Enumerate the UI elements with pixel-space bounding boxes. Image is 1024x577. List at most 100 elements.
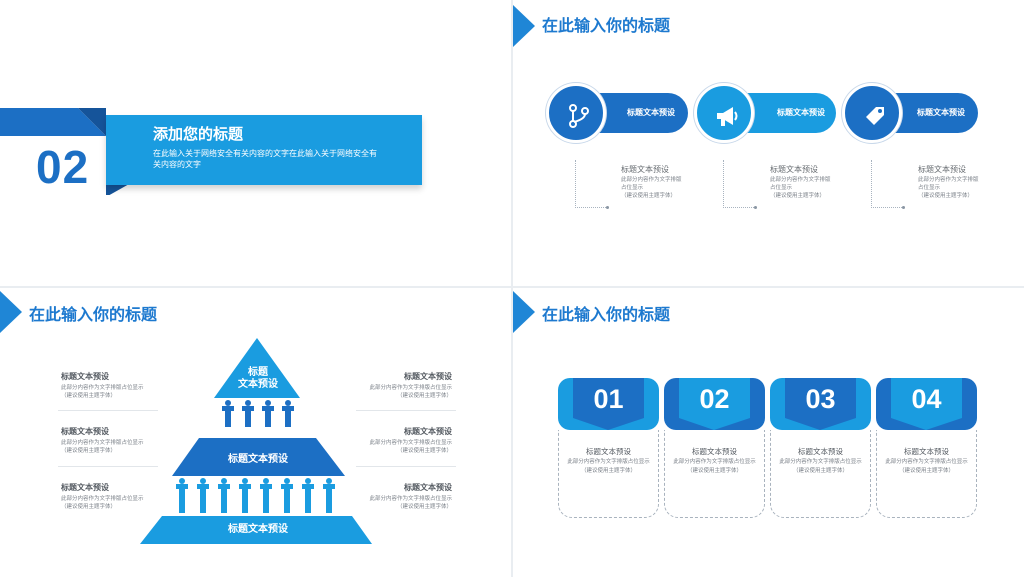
pyramid-bottom-label: 标题文本预设 xyxy=(228,524,288,535)
card-header-graphic xyxy=(876,378,977,430)
item-heading: 标题文本预设 xyxy=(770,165,818,174)
card-4: 04 标题文本预设 此部分内容作为文字排版占位显示 （建议使用主题字体） xyxy=(876,378,977,522)
item-body: 占位显示 xyxy=(621,185,644,191)
section-description: 在此输入关于网络安全有关内容的文字在此输入关于网络安全有关内容的文字 xyxy=(153,149,377,169)
pill-label: 标题文本预设 xyxy=(917,108,965,117)
card-2: 02 标题文本预设 此部分内容作为文字排版占位显示 （建议使用主题字体） xyxy=(664,378,765,522)
section-number: 02 xyxy=(36,141,90,193)
item-body: 此部分内容作为文字排版 xyxy=(918,177,979,183)
slide-section-title[interactable]: 02 添加您的标题 在此输入关于网络安全有关内容的文字在此输入关于网络安全有关内… xyxy=(0,0,511,286)
circle-item-1 xyxy=(546,83,606,143)
card-heading: 标题文本预设 xyxy=(586,447,631,456)
left-item-body: 此部分内容作为文字排版占位显示 xyxy=(61,440,144,446)
card-heading: 标题文本预设 xyxy=(798,447,843,456)
item-body: 此部分内容作为文字排版 xyxy=(621,177,682,183)
right-item-heading: 标题文本预设 xyxy=(404,483,452,492)
megaphone-icon xyxy=(717,107,738,126)
card-body-text: （建议使用主题字体） xyxy=(792,468,848,474)
pyramid-top-label: 标题 文本预设 xyxy=(227,367,289,391)
connector-dot xyxy=(902,206,905,209)
connector-line xyxy=(575,160,608,208)
left-item-body: （建议使用主题字体） xyxy=(61,393,117,399)
slide-numbered-cards[interactable]: 在此输入你的标题 01 标题文本预设 此部分内容作为文字排版占位显示 （建议使用… xyxy=(513,288,1024,577)
card-number: 03 xyxy=(805,384,836,414)
connector-dot xyxy=(606,206,609,209)
card-body-text: （建议使用主题字体） xyxy=(580,468,636,474)
card-body-box xyxy=(558,430,659,518)
right-item-heading: 标题文本预设 xyxy=(404,427,452,436)
item-body: 占位显示 xyxy=(918,185,941,191)
right-item-body: 此部分内容作为文字排版占位显示 xyxy=(369,440,452,446)
branch-icon xyxy=(569,104,589,128)
card-body-text: （建议使用主题字体） xyxy=(898,468,954,474)
left-item-heading: 标题文本预设 xyxy=(61,372,109,381)
right-item-body: （建议使用主题字体） xyxy=(396,504,452,510)
divider xyxy=(58,410,158,411)
card-heading: 标题文本预设 xyxy=(692,447,737,456)
title-triangle-icon xyxy=(0,291,22,333)
title-triangle-icon xyxy=(513,5,535,47)
card-body-box xyxy=(876,430,977,518)
divider xyxy=(58,466,158,467)
left-item-heading: 标题文本预设 xyxy=(61,483,109,492)
right-item-body: 此部分内容作为文字排版占位显示 xyxy=(369,385,452,391)
divider xyxy=(356,466,456,467)
slide-icon-pills[interactable]: 在此输入你的标题 标题文本预设 标题文本预设 此部分内容作为文字排版 占位显示 … xyxy=(513,0,1024,286)
title-triangle-icon xyxy=(513,291,535,333)
tag-icon xyxy=(866,107,884,125)
card-number: 04 xyxy=(911,384,942,414)
pyramid-middle-label: 标题文本预设 xyxy=(228,454,288,465)
connector-line xyxy=(723,160,756,208)
card-body-text: （建议使用主题字体） xyxy=(686,468,742,474)
item-body: （建议使用主题字体） xyxy=(918,193,974,199)
people-row-lower xyxy=(176,478,335,513)
divider xyxy=(356,410,456,411)
circle-item-3 xyxy=(842,83,902,143)
left-item-heading: 标题文本预设 xyxy=(61,427,109,436)
section-banner: 添加您的标题 在此输入关于网络安全有关内容的文字在此输入关于网络安全有关内容的文… xyxy=(106,115,422,185)
pill-label: 标题文本预设 xyxy=(627,108,675,117)
card-body-box xyxy=(770,430,871,518)
card-body-text: 此部分内容作为文字排版占位显示 xyxy=(779,459,862,465)
card-header-graphic xyxy=(558,378,659,430)
item-body: 此部分内容作为文字排版 xyxy=(770,177,831,183)
right-item-body: （建议使用主题字体） xyxy=(396,448,452,454)
card-heading: 标题文本预设 xyxy=(904,447,949,456)
slide-pyramid[interactable]: 在此输入你的标题 xyxy=(0,288,511,577)
ribbon-decoration xyxy=(0,108,138,195)
right-item-heading: 标题文本预设 xyxy=(404,372,452,381)
section-title: 添加您的标题 xyxy=(153,125,244,143)
slide-title: 在此输入你的标题 xyxy=(29,305,158,324)
left-item-body: 此部分内容作为文字排版占位显示 xyxy=(61,496,144,502)
circle-item-2 xyxy=(694,83,754,143)
connector-line xyxy=(871,160,904,208)
item-heading: 标题文本预设 xyxy=(621,165,669,174)
right-item-body: （建议使用主题字体） xyxy=(396,393,452,399)
card-body-box xyxy=(664,430,765,518)
card-header-graphic xyxy=(664,378,765,430)
card-3: 03 标题文本预设 此部分内容作为文字排版占位显示 （建议使用主题字体） xyxy=(770,378,871,522)
item-body: （建议使用主题字体） xyxy=(621,193,677,199)
left-item-body: （建议使用主题字体） xyxy=(61,504,117,510)
pyramid-graphic xyxy=(140,338,372,544)
card-body-text: 此部分内容作为文字排版占位显示 xyxy=(885,459,968,465)
slide-title: 在此输入你的标题 xyxy=(542,16,671,35)
pyramid-top-line2: 文本预设 xyxy=(238,379,278,390)
pill-label: 标题文本预设 xyxy=(777,108,825,117)
pyramid-top-line1: 标题 xyxy=(248,367,268,378)
card-number: 02 xyxy=(699,384,730,414)
item-heading: 标题文本预设 xyxy=(918,165,966,174)
item-body: （建议使用主题字体） xyxy=(770,193,826,199)
card-body-text: 此部分内容作为文字排版占位显示 xyxy=(567,459,650,465)
connector-dot xyxy=(754,206,757,209)
right-item-body: 此部分内容作为文字排版占位显示 xyxy=(369,496,452,502)
people-row-upper xyxy=(222,400,294,427)
card-number: 01 xyxy=(593,384,624,414)
card-body-text: 此部分内容作为文字排版占位显示 xyxy=(673,459,756,465)
item-body: 占位显示 xyxy=(770,185,793,191)
card-1: 01 标题文本预设 此部分内容作为文字排版占位显示 （建议使用主题字体） xyxy=(558,378,659,522)
left-item-body: （建议使用主题字体） xyxy=(61,448,117,454)
left-item-body: 此部分内容作为文字排版占位显示 xyxy=(61,385,144,391)
card-header-graphic xyxy=(770,378,871,430)
